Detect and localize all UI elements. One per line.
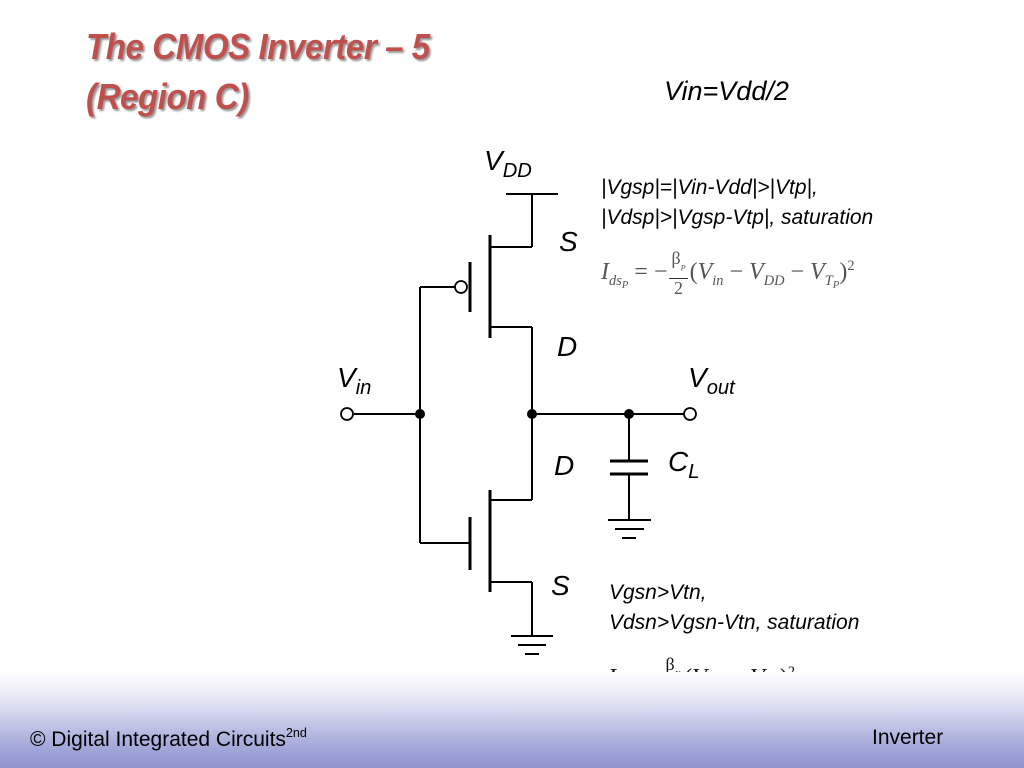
vout-label-main: V — [688, 362, 707, 393]
footer-band — [0, 672, 1024, 768]
slide-title: The CMOS Inverter – 5 (Region C) — [86, 22, 430, 122]
pmos-drain-label: D — [557, 331, 578, 362]
junction-drain — [527, 409, 537, 419]
slide-title-line1: The CMOS Inverter – 5 — [86, 26, 430, 67]
footer-topic: Inverter — [872, 726, 944, 749]
vin-label-sub: in — [355, 377, 372, 400]
pmos-condition-line2: |Vdsp|>|Vgsp-Vtp|, saturation — [601, 206, 874, 229]
footer-copyright: © Digital Integrated Circuits2nd — [30, 726, 307, 752]
condition-label: Vin=Vdd/2 — [664, 76, 789, 106]
vout-label-sub: out — [706, 377, 735, 400]
vout-label: Vout — [688, 362, 735, 399]
nmos-condition-note: Vgsn>Vtn, Vdsn>Vgsn-Vtn, saturation — [609, 578, 859, 638]
nmos-source-label: S — [551, 570, 570, 601]
footer-copyright-text: © Digital Integrated Circuits — [30, 727, 286, 751]
cl-label-sub: L — [688, 461, 700, 484]
junction-gate — [415, 409, 425, 419]
slide-title-line2: (Region C) — [86, 76, 249, 117]
footer-copyright-sup: 2nd — [285, 726, 307, 740]
pmos-source-label: S — [559, 226, 578, 257]
vdd-label: VDD — [484, 145, 532, 182]
cl-label: CL — [668, 446, 699, 483]
vout-terminal — [683, 407, 697, 421]
pmos-gate-bubble — [454, 280, 468, 294]
vin-label: Vin — [337, 362, 371, 399]
cl-label-main: C — [668, 446, 689, 477]
vdd-label-main: V — [484, 145, 503, 176]
nmos-condition-line1: Vgsn>Vtn, — [609, 581, 707, 604]
nmos-condition-line2: Vdsn>Vgsn-Vtn, saturation — [609, 611, 860, 634]
pmos-condition-note: |Vgsp|=|Vin-Vdd|>|Vtp|, |Vdsp|>|Vgsp-Vtp… — [601, 173, 873, 233]
junction-cap — [624, 409, 634, 419]
vin-label-main: V — [337, 362, 356, 393]
pmos-condition-line1: |Vgsp|=|Vin-Vdd|>|Vtp|, — [601, 176, 818, 199]
vin-terminal — [340, 407, 354, 421]
nmos-drain-label: D — [554, 450, 575, 481]
vdd-label-sub: DD — [502, 160, 532, 183]
